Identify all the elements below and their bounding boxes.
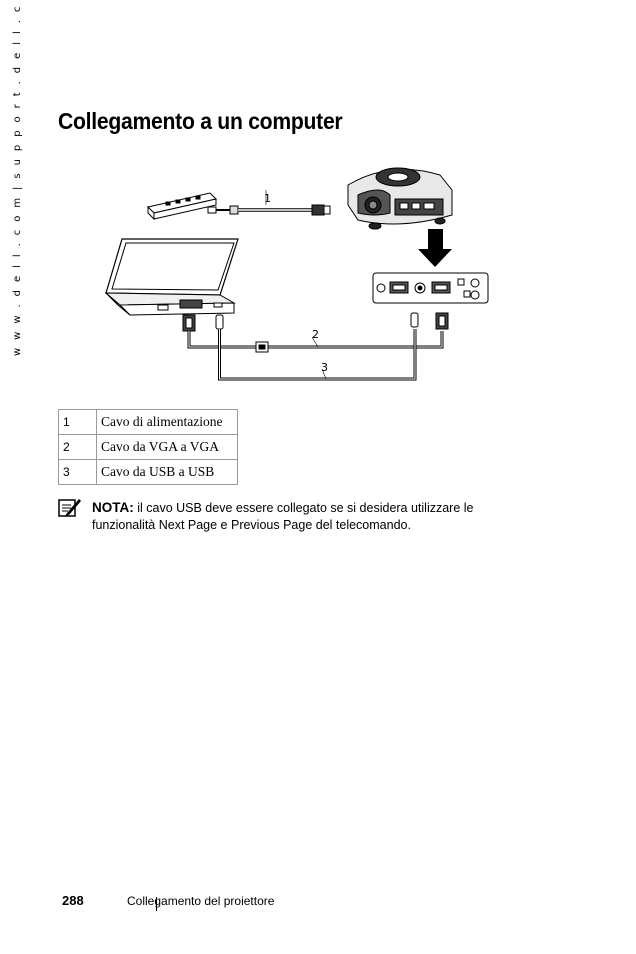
note-label: NOTA: [92, 500, 134, 515]
note-text: il cavo USB deve essere collegato se si … [92, 501, 474, 532]
legend-description: Cavo da VGA a VGA [96, 434, 238, 460]
page-number: 288 [62, 893, 84, 908]
callout-1: 1 [264, 192, 271, 205]
legend-number: 1 [58, 409, 97, 435]
legend-description: Cavo da USB a USB [96, 459, 238, 485]
legend-table: 1 Cavo di alimentazione 2 Cavo da VGA a … [58, 409, 238, 485]
usb-cable-icon [215, 312, 419, 381]
projector-connector-panel [372, 272, 489, 304]
power-cable-icon [207, 204, 331, 216]
laptop-icon [104, 238, 239, 316]
legend-number: 3 [58, 459, 97, 485]
note: NOTA: il cavo USB deve essere collegato … [92, 499, 512, 534]
table-row: 1 Cavo di alimentazione [58, 409, 238, 435]
note-pencil-icon [58, 499, 81, 517]
connection-diagram: 1 [104, 167, 489, 381]
page-footer: 288 Collegamento del proiettore [58, 893, 558, 911]
legend-description: Cavo di alimentazione [96, 409, 238, 435]
legend-number: 2 [58, 434, 97, 460]
arrow-down-icon [418, 229, 452, 267]
vga-cable-icon [182, 312, 449, 353]
side-url: w w w . d e l l . c o m | s u p p o r t … [12, 0, 23, 356]
projector-icon [347, 167, 453, 230]
chapter-name: Collegamento del proiettore [127, 894, 275, 908]
table-row: 2 Cavo da VGA a VGA [58, 434, 238, 460]
page-title: Collegamento a un computer [58, 108, 343, 134]
power-strip-icon [147, 192, 217, 221]
callout-3: 3 [321, 361, 328, 374]
callout-2: 2 [312, 328, 319, 341]
table-row: 3 Cavo da USB a USB [58, 459, 238, 485]
footer-separator [156, 897, 157, 911]
